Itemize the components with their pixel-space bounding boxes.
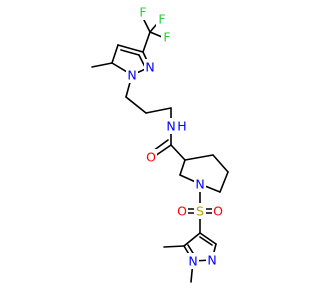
bond-pip-c5-c6 (219, 171, 229, 193)
atom-amide-n-label: N (166, 119, 175, 134)
atom-piperidine-n-label: N (195, 177, 204, 192)
bond-carbonyl-o (154, 144, 172, 157)
bond-pip-c2-c3 (179, 159, 186, 176)
atom-sulfonyl-o-left-label: O (177, 204, 187, 219)
atom-f-a-label: F (139, 5, 146, 20)
bond-cf3-ring (142, 31, 151, 53)
atom-sulfonyl-o-left: O (176, 203, 188, 219)
bond-carbonyl-ring (170, 144, 186, 161)
atom-amide-o-label: O (146, 150, 156, 165)
bond-chain-3 (145, 107, 172, 114)
atom-amide-o: O (145, 149, 157, 165)
atom-f-a: F (137, 4, 149, 20)
atom-sulfur: S (194, 203, 206, 219)
atom-pz2-n2: N (206, 252, 218, 268)
atom-f-b: F (156, 11, 168, 27)
atom-sulfur-label: S (196, 204, 204, 219)
bond-pip-c3-c4 (184, 154, 214, 161)
bonds (91, 17, 229, 283)
bond-cf3-f-c (149, 31, 163, 38)
molecule-structure: F F F N N N H O (91, 4, 229, 283)
atom-pz1-n2-label: N (145, 60, 154, 75)
atom-piperidine-n: N (194, 176, 206, 192)
bond-pip-c4-c5 (212, 154, 229, 173)
bond-pz2-c5-methyl (163, 245, 185, 248)
atom-pz2-n1-label: N (188, 254, 197, 269)
atom-f-b-label: F (158, 12, 165, 27)
atom-f-c-label: F (163, 30, 170, 45)
atom-pz2-n1: N (187, 253, 199, 269)
atom-sulfonyl-o-right-label: O (213, 204, 223, 219)
atom-amide-h: H (176, 118, 188, 134)
atom-amide-h-label: H (177, 119, 186, 134)
atom-pz1-n1: N (126, 67, 138, 83)
atom-sulfonyl-o-right: O (212, 203, 224, 219)
bond-pz1-methyl (91, 62, 113, 68)
atom-f-c: F (161, 29, 173, 45)
bond-chain-2 (125, 96, 147, 114)
bond-pz2-c3-c4-double (199, 236, 213, 246)
atom-labels: F F F N N N H O (126, 4, 224, 269)
bond-pz1-c4-c3 (117, 44, 144, 53)
bond-pz1-c5-c4 (111, 44, 119, 64)
bond-pz2-c3-c4 (199, 232, 217, 245)
bond-pz1-c4-c3-double (120, 49, 140, 56)
atom-pz1-n1-label: N (127, 68, 136, 83)
atom-pz1-n2: N (144, 59, 156, 75)
bond-cf3-f-a (142, 17, 151, 33)
bond-pz2-c4-c5 (183, 232, 201, 247)
atom-amide-n: N (165, 118, 177, 134)
atom-pz2-n2-label: N (207, 253, 216, 268)
